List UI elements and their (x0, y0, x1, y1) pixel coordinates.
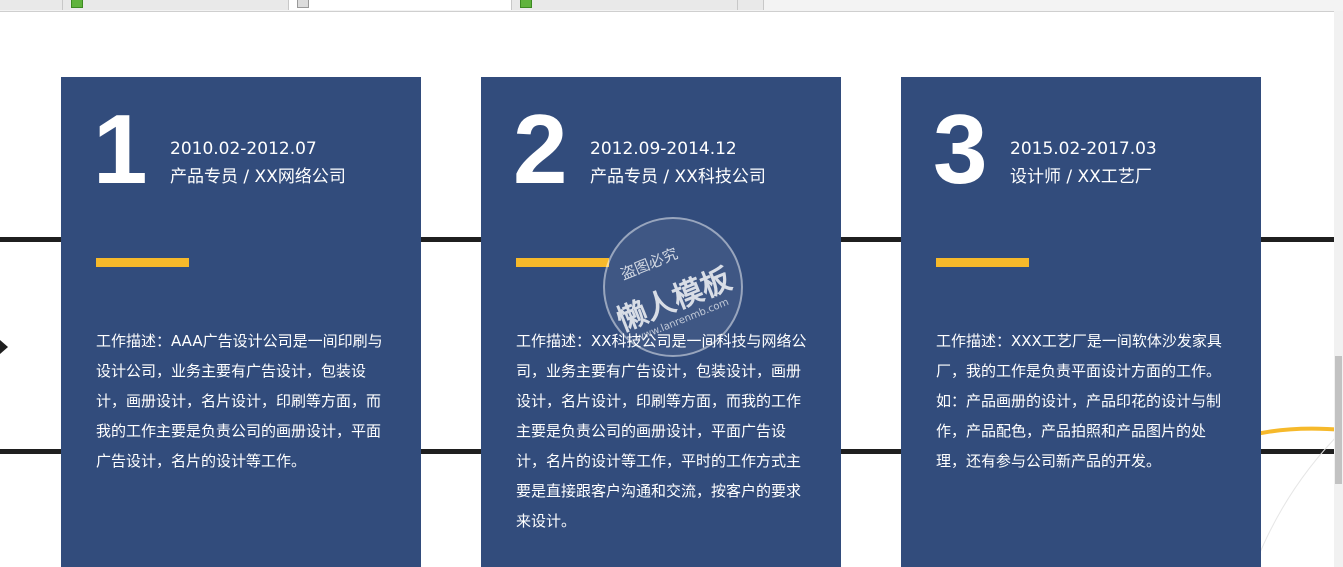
experience-card-1: 1 2010.02-2012.07 产品专员 / XX网络公司 工作描述：AAA… (61, 77, 421, 567)
page-icon (71, 0, 83, 8)
page-icon (520, 0, 532, 8)
card-date-range: 2015.02-2017.03 (1010, 139, 1157, 159)
card-description: 工作描述：XXX工艺厂是一间软体沙发家具厂，我的工作是负责平面设计方面的工作。如… (936, 332, 1222, 470)
card-date-range: 2012.09-2014.12 (590, 139, 737, 159)
card-role: 产品专员 / XX网络公司 (170, 167, 346, 187)
browser-tab[interactable] (512, 0, 738, 10)
experience-card-2: 2 2012.09-2014.12 产品专员 / XX科技公司 工作描述：XX科… (481, 77, 841, 567)
experience-card-3: 3 2015.02-2017.03 设计师 / XX工艺厂 工作描述：XXX工艺… (901, 77, 1261, 567)
card-role: 产品专员 / XX科技公司 (590, 167, 766, 187)
card-role: 设计师 / XX工艺厂 (1010, 167, 1152, 187)
card-accent-bar (516, 258, 609, 267)
card-description: 工作描述：AAA广告设计公司是一间印刷与设计公司，业务主要有广告设计，包装设计，… (96, 332, 383, 470)
card-number: 1 (93, 94, 148, 204)
card-date-range: 2010.02-2012.07 (170, 139, 317, 159)
card-description: 工作描述：XX科技公司是一间科技与网络公司，业务主要有广告设计，包装设计，画册设… (516, 332, 807, 530)
card-number: 2 (513, 94, 568, 204)
card-accent-bar (96, 258, 189, 267)
scrollbar-thumb[interactable] (1335, 356, 1342, 484)
browser-tab[interactable] (63, 0, 289, 10)
card-accent-bar (936, 258, 1029, 267)
browser-tab-active[interactable] (289, 0, 512, 10)
browser-tab[interactable] (0, 0, 63, 10)
timeline-arrow-icon (0, 340, 8, 354)
page-scrollbar[interactable] (1334, 11, 1343, 567)
browser-tab-strip (0, 0, 1343, 12)
document-icon (297, 0, 309, 8)
browser-tab[interactable] (738, 0, 764, 10)
card-number: 3 (933, 94, 988, 204)
